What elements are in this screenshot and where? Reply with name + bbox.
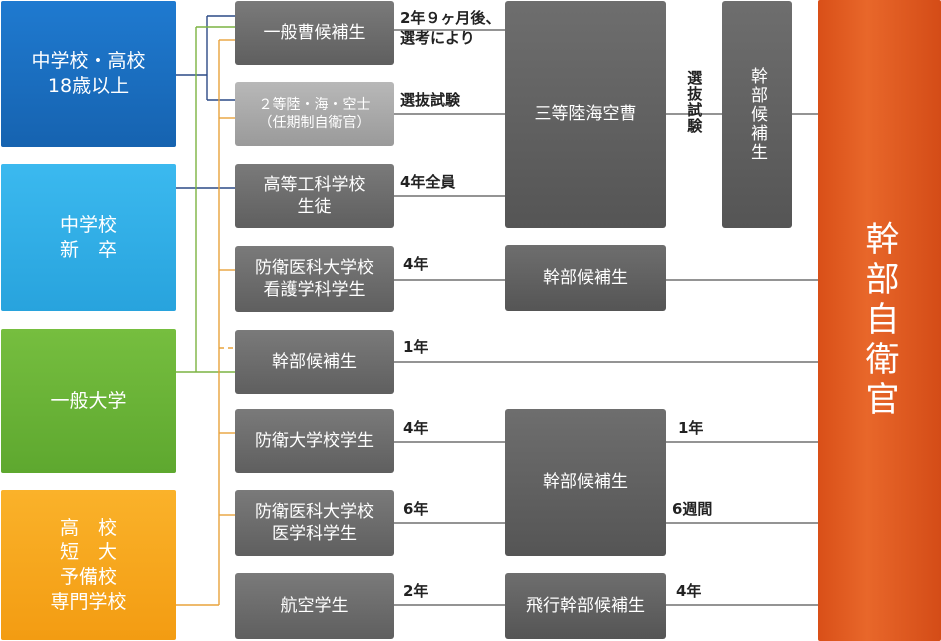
intermediate-sergeant: 三等陸海空曹 [505,1,666,228]
label-officer-1yr: 1年 [403,338,429,356]
label-lower-6wk: 6週間 [672,500,713,518]
path-nursing: 防衛医科大学校 看護学科学生 [235,246,394,312]
path-technical-school: 高等工科学校 生徒 [235,164,394,228]
path-officer-candidate: 幹部候補生 [235,330,394,394]
label-flight-4yr: 4年 [676,582,702,600]
path-general-candidate: 一般曹候補生 [235,1,394,65]
label-aviation-2yr: 2年 [403,582,429,600]
path-aviation: 航空学生 [235,573,394,639]
intermediate-officer-candidate-upper: 幹部候補生 [722,1,792,228]
path-defense-academy: 防衛大学校学生 [235,409,394,473]
label-general-after: 2年９ヶ月後、 選考により [400,9,501,48]
intermediate-flight-officer-candidate: 飛行幹部候補生 [505,573,666,639]
label-selection-exam-vertical: 選抜試験 [685,70,704,134]
label-academy-4yr: 4年 [403,419,429,437]
target-officer: 幹部自衛官 [818,0,941,641]
source-university: 一般大学 [1,329,176,473]
intermediate-officer-candidate-nursing: 幹部候補生 [505,245,666,311]
label-nursing-years: 4年 [403,255,429,273]
source-vocational: 高 校 短 大 予備校 専門学校 [1,490,176,640]
source-junior-high: 中学校 新 卒 [1,164,176,311]
path-medical: 防衛医科大学校 医学科学生 [235,490,394,556]
source-high-school: 中学校・高校 18歳以上 [1,1,176,147]
label-selection-exam: 選抜試験 [400,91,461,109]
path-fixed-term: ２等陸・海・空士 （任期制自衛官） [235,82,394,146]
label-lower-1yr: 1年 [678,419,704,437]
label-medical-6yr: 6年 [403,500,429,518]
intermediate-officer-candidate-lower: 幹部候補生 [505,409,666,556]
label-all-4yr: 4年全員 [400,173,456,191]
